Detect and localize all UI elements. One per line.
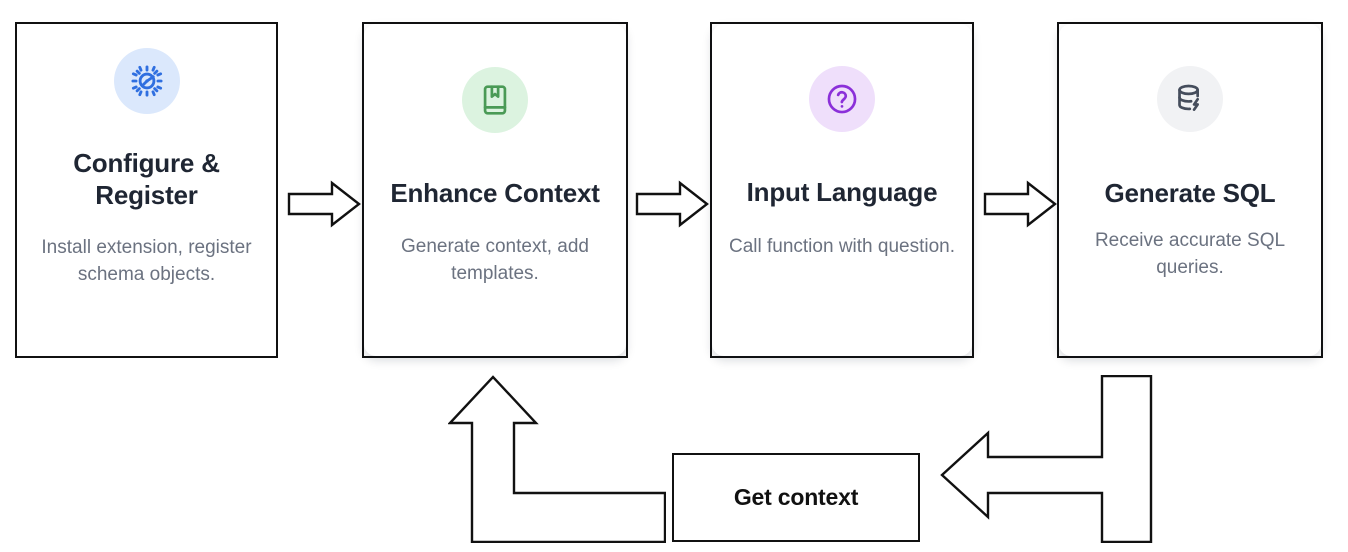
question-circle-icon [827,84,857,114]
step-description: Install extension, register schema objec… [41,237,252,286]
step-card-enhance-context: Enhance Context Generate context, add te… [362,22,628,358]
step-card-body: Enhance Context Generate context, add te… [364,24,626,356]
database-bolt-icon [1178,84,1199,111]
step-card-configure-register: Configure & Register Install extension, … [15,22,278,358]
book-bookmark-icon-badge [462,67,528,133]
elbow-left-arrow-icon [940,374,1153,544]
step-card-input-language: Input Language Call function with questi… [710,22,974,358]
right-arrow-icon [287,180,361,228]
database-bolt-icon-badge [1157,66,1223,132]
arrow-input-to-generate [983,180,1057,228]
feedback-arrow-from-generate-sql [940,374,1172,548]
step-description: Generate context, add templates. [400,235,589,284]
arrow-configure-to-enhance [287,180,361,228]
feedback-arrow-to-enhance-context [447,375,667,548]
step-card-generate-sql: Generate SQL Receive accurate SQL querie… [1057,22,1323,358]
question-circle-icon-badge [809,66,875,132]
book-bookmark-icon [483,85,507,115]
step-card-body: Input Language Call function with questi… [712,24,972,356]
get-context-label: Get context [733,484,859,510]
step-title: Configure & Register [73,148,220,210]
step-title: Input Language [746,177,938,207]
get-context-box[interactable]: Get context [672,453,920,542]
step-title: Enhance Context [390,178,600,208]
elbow-up-arrow-icon [447,375,667,544]
step-description: Receive accurate SQL queries. [1094,229,1286,278]
right-arrow-icon [983,180,1057,228]
step-description: Call function with question. [728,235,955,257]
step-title: Generate SQL [1104,178,1276,208]
gear-icon [130,65,163,97]
right-arrow-icon [635,180,709,228]
arrow-enhance-to-input [635,180,709,228]
step-card-body: Generate SQL Receive accurate SQL querie… [1059,24,1321,356]
gear-icon-badge [113,48,180,114]
step-card-body: Configure & Register Install extension, … [17,24,276,356]
